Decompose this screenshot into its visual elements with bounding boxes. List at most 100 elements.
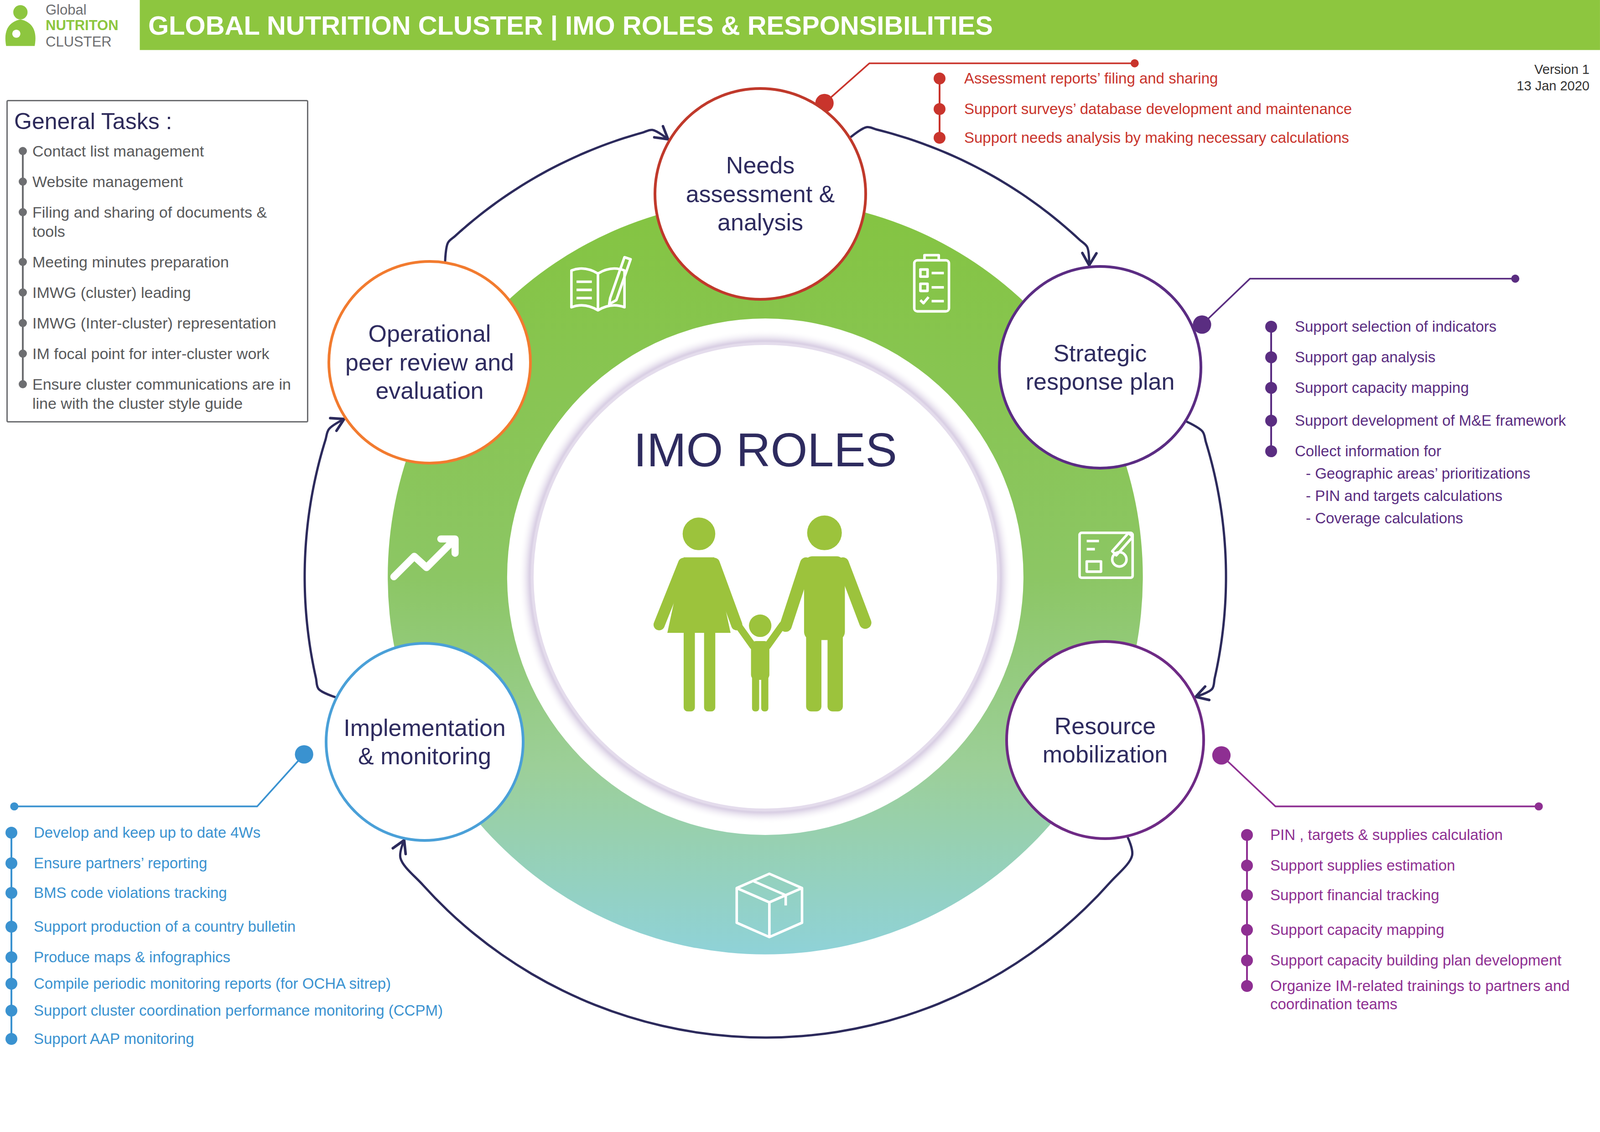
- clipboard-icon: [931, 271, 945, 275]
- cycle-arrow: [304, 418, 345, 697]
- task-item: IMWG (Inter-cluster) representation: [14, 313, 300, 333]
- centre-disk: [531, 342, 1000, 811]
- list-item: Compile periodic monitoring reports (for…: [33, 974, 391, 993]
- book-icon: [571, 257, 631, 311]
- list-item: Support capacity mapping: [1294, 378, 1470, 397]
- list-item: Support capacity building plan developme…: [1270, 950, 1562, 970]
- bullet-dot: [1265, 445, 1278, 458]
- circle-outline: [999, 266, 1201, 468]
- book-icon: [576, 281, 593, 298]
- list-item: Collect information for: [1294, 441, 1442, 461]
- bullet-dot: [5, 950, 18, 963]
- family-figure: [748, 614, 772, 637]
- family-figure: [752, 673, 760, 712]
- task-item: Website management: [14, 171, 300, 192]
- logo-icon: [13, 5, 28, 20]
- logo-icon: [12, 29, 21, 38]
- bullet-column: [5, 826, 18, 1045]
- logo-icon: [5, 19, 36, 47]
- list-item: Support gap analysis: [1294, 348, 1436, 367]
- bullet-dot: [5, 826, 18, 839]
- centre-title: IMO ROLES: [633, 421, 898, 479]
- bullet-column: [933, 72, 946, 144]
- stage-circle: Implementation & monitoring: [324, 641, 525, 842]
- leader-dot: [10, 801, 19, 811]
- circle-body: IMO ROLES: [530, 341, 1001, 812]
- task-item: Meeting minutes preparation: [14, 252, 300, 272]
- circle-outline: [532, 343, 999, 810]
- bullet-dot: [1241, 923, 1253, 936]
- family-figure: [785, 563, 866, 626]
- family-figure: [761, 673, 769, 712]
- page-title: GLOBAL NUTRITION CLUSTER | IMO ROLES & R…: [148, 9, 993, 42]
- circle-outline: [328, 261, 531, 463]
- list-item: - PIN and targets calculations: [1305, 486, 1503, 505]
- leader-dot: [295, 744, 314, 764]
- bullet-dot: [5, 857, 18, 869]
- stage-name: Operational peer review and evaluation: [341, 319, 519, 405]
- leader-line: [1221, 755, 1539, 807]
- family-figure: [659, 515, 866, 712]
- list-item: Support needs analysis by making necessa…: [964, 128, 1350, 147]
- bullet-dot: [933, 103, 946, 115]
- clipboard-icon: [914, 259, 950, 312]
- list-item: Assessment reports’ filing and sharing: [964, 69, 1218, 88]
- trend-icon: [394, 538, 456, 577]
- circle-outline: [1006, 641, 1204, 839]
- family-figure: [737, 624, 783, 646]
- family-figure: [682, 517, 716, 551]
- version-note: Version 1: [1534, 61, 1590, 78]
- stage-circle: Operational peer review and evaluation: [327, 259, 533, 465]
- blueprint-icon: [1079, 532, 1133, 578]
- circle-outline: [997, 264, 1203, 470]
- list-item: Develop and keep up to date 4Ws: [33, 823, 261, 842]
- bullet-dot: [933, 131, 946, 144]
- list-item: Produce maps & infographics: [33, 947, 231, 967]
- circle-body: Resource mobilization: [1004, 639, 1206, 841]
- leader-line: [1201, 278, 1516, 325]
- trend-icon: [394, 540, 454, 577]
- stage-circle: Resource mobilization: [1004, 639, 1206, 841]
- cycle-arrow: [1187, 421, 1226, 697]
- bullet-dot: [1265, 381, 1278, 394]
- clipboard-icon: [931, 285, 945, 289]
- blueprint-icon: [1079, 532, 1133, 578]
- clipboard-icon: [920, 296, 944, 303]
- leader-dot: [1212, 745, 1231, 764]
- logo-text: NUTRITON: [45, 16, 119, 35]
- list-item: Support production of a country bulletin: [33, 917, 296, 936]
- bullet-dot: [5, 1032, 18, 1045]
- circle-outline: [654, 88, 866, 300]
- list-item: Support cluster coordination performance…: [33, 1001, 443, 1020]
- book-icon: [571, 268, 598, 311]
- bullet-dot: [1265, 320, 1278, 333]
- stage-circle: Needs assessment & analysis: [653, 86, 868, 302]
- circle-body: Needs assessment & analysis: [653, 86, 868, 302]
- family-figure: [807, 515, 842, 551]
- trend-icon: [440, 538, 455, 553]
- list-item: Support financial tracking: [1270, 885, 1440, 904]
- stage-name: Resource mobilization: [1018, 711, 1192, 769]
- box-icon: [736, 873, 802, 937]
- bullet-dot: [933, 72, 946, 85]
- leader-dot: [1511, 274, 1520, 283]
- stage-name: Implementation & monitoring: [338, 713, 511, 771]
- circle-outline: [326, 643, 524, 841]
- blueprint-icon: [1086, 540, 1102, 572]
- centre-glow: [518, 329, 1013, 824]
- clipboard-icon: [920, 283, 928, 291]
- leader-dot: [1130, 59, 1139, 68]
- task-item: Filing and sharing of documents & tools: [14, 202, 300, 241]
- stage-circle: Strategic response plan: [997, 264, 1203, 470]
- leader-dot: [1534, 801, 1543, 811]
- task-item: Ensure cluster communications are in lin…: [14, 374, 300, 413]
- list-item: Support capacity mapping: [1270, 920, 1445, 939]
- list-item: - Coverage calculations: [1305, 509, 1464, 528]
- list-item: Support AAP monitoring: [33, 1029, 195, 1048]
- bullet-column: [1265, 320, 1278, 458]
- clipboard-icon: [924, 254, 939, 261]
- header-bar: [139, 0, 1600, 51]
- family-figure: [683, 627, 696, 712]
- stage-name: Needs assessment & analysis: [668, 150, 853, 237]
- centre-circle: IMO ROLES: [530, 341, 1001, 812]
